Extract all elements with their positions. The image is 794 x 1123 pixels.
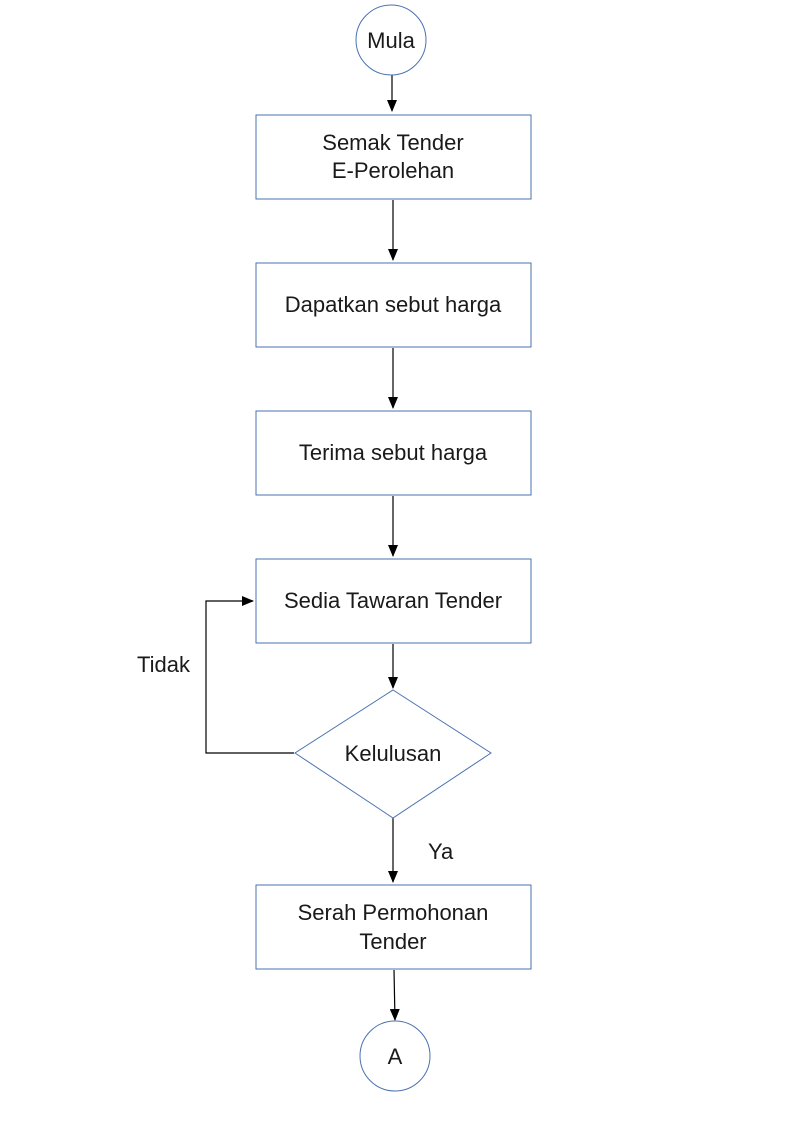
edge-label-ya: Ya <box>428 839 454 864</box>
process-dapatkan-sebut-harga: Dapatkan sebut harga <box>255 262 532 348</box>
connector-serah-to-end <box>389 969 400 1021</box>
process-dapatkan-sebut-harga-label: Dapatkan sebut harga <box>285 292 502 317</box>
connector-kelulusan-no-loop <box>205 596 294 754</box>
decision-kelulusan: Kelulusan <box>294 689 492 819</box>
process-terima-sebut-harga-label: Terima sebut harga <box>299 440 488 465</box>
process-semak-tender-line2: E-Perolehan <box>332 158 454 183</box>
process-terima-sebut-harga: Terima sebut harga <box>255 410 532 496</box>
start-node: Mula <box>355 4 427 76</box>
process-serah-permohonan-tender-line2: Tender <box>359 929 426 954</box>
process-semak-tender-line1: Semak Tender <box>322 130 463 155</box>
connectors <box>205 74 400 1021</box>
process-serah-permohonan-tender: Serah Permohonan Tender <box>255 884 532 970</box>
offpage-connector-a-label: A <box>388 1044 403 1069</box>
offpage-connector-a: A <box>359 1020 431 1092</box>
process-sedia-tawaran-tender: Sedia Tawaran Tender <box>255 558 532 644</box>
process-sedia-tawaran-tender-label: Sedia Tawaran Tender <box>284 588 502 613</box>
edge-label-tidak: Tidak <box>137 652 191 677</box>
decision-kelulusan-label: Kelulusan <box>345 741 442 766</box>
process-semak-tender: Semak Tender E-Perolehan <box>255 114 532 200</box>
process-serah-permohonan-tender-line1: Serah Permohonan <box>298 900 489 925</box>
start-node-label: Mula <box>367 28 415 53</box>
